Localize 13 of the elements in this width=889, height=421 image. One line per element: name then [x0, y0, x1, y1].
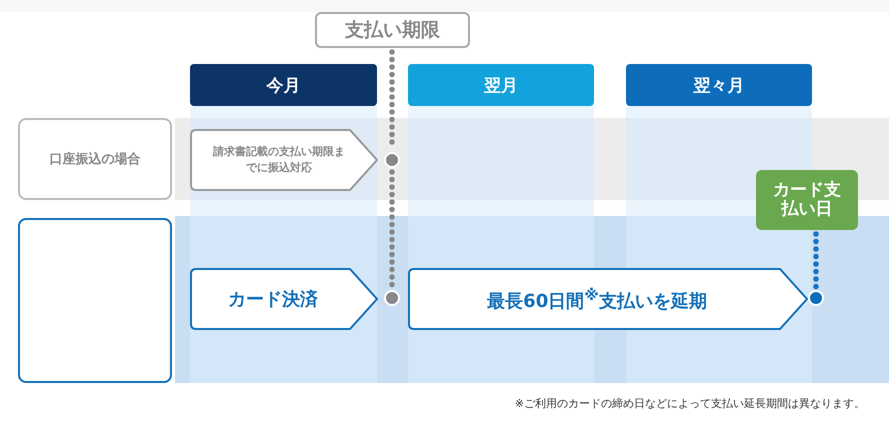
arrow-box: 請求書記載の支払い期限までに振込対応	[190, 129, 378, 191]
dotted-line	[389, 169, 395, 290]
panel-box	[18, 218, 172, 383]
row-label-box: 口座振込の場合	[18, 118, 172, 200]
month-header: 翌々月	[626, 64, 812, 106]
dotted-line	[813, 231, 819, 290]
arrow-box: 最長60日間$^{※}$支払いを延期	[408, 268, 808, 330]
footnote: ※ご利用のカードの締め日などによって支払い延長期間は異なります。	[514, 396, 865, 411]
payment-day-tag: カード支払い日	[756, 170, 858, 230]
arrow-box: カード決済	[190, 268, 378, 330]
deadline-tag: 支払い期限	[315, 12, 470, 48]
month-header: 翌月	[408, 64, 594, 106]
month-header: 今月	[190, 64, 377, 106]
